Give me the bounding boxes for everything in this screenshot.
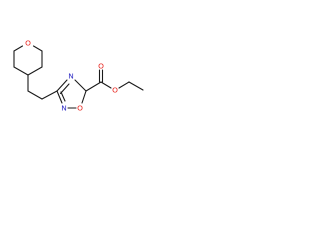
molecule-structure-drawing: O N N O O O [13,39,144,113]
bond-ester-o-ch2 [118,81,130,89]
bond-carbonyl-c-ester-o [100,81,112,89]
bond-c5-o1 [81,90,87,104]
oxadiazole-ring [41,79,87,109]
atom-label-carbonyl-oxygen: O [98,62,104,71]
atom-label-ester-oxygen: O [112,86,118,95]
atom-label-ring-oxygen: O [25,39,31,48]
bond-thp-c3-c4 [13,66,29,76]
atom-label-oxadiazole-o1: O [77,104,83,113]
bond-ch2-ch3 [128,81,144,91]
bond-c5-carbonyl-c [85,81,102,92]
bond-n2-c3-second [60,91,66,102]
bond-n4-c5 [74,79,87,92]
atom-labels: O N N O O O [25,39,118,113]
atom-label-oxadiazole-n2: N [61,104,67,113]
bond-thp-c2-o [13,45,24,52]
bond-thp-c6-o [32,45,43,52]
bond-c3-n4 [56,79,68,92]
atom-label-oxadiazole-n4: N [68,72,74,81]
bond-n2-c3 [56,90,63,104]
methylene-linker [27,74,43,100]
bond-ch2-oxadiazole-c3 [41,90,58,100]
bond-c3-n4-second [59,83,70,95]
bond-ch2-c3 [27,90,43,100]
tetrahydropyran-ring [13,45,43,76]
bond-thp-c4-c5 [27,66,43,76]
ethyl-ester-group [85,69,144,92]
